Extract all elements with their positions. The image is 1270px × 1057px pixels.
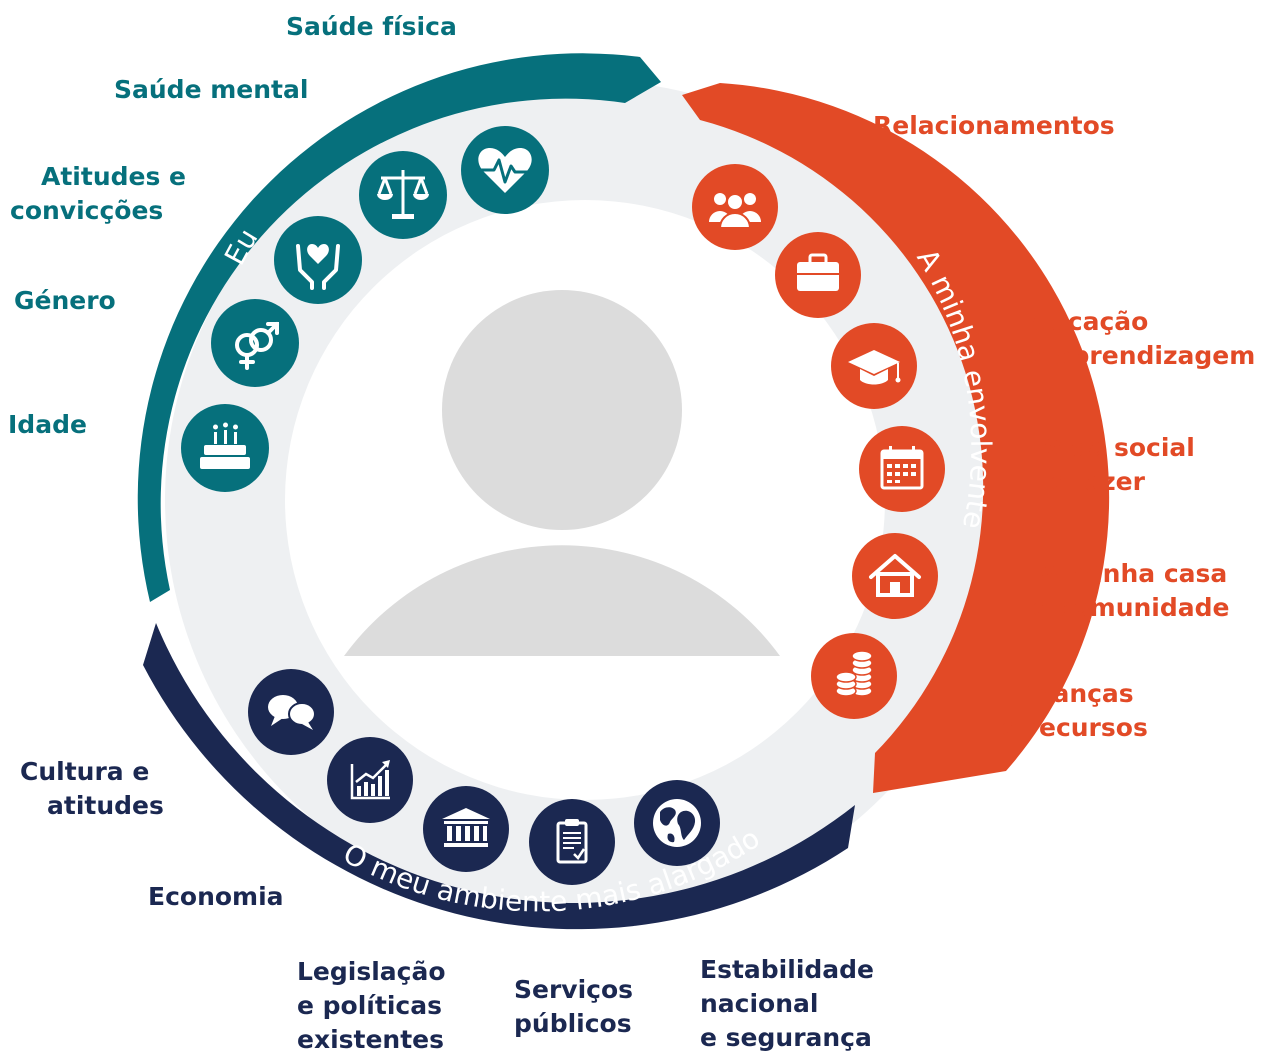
label-line: atitudes	[47, 791, 164, 820]
house-icon	[852, 533, 938, 619]
speech-bubbles-icon	[248, 669, 334, 755]
coins-icon	[811, 633, 897, 719]
birthday-cake-icon	[181, 404, 269, 492]
label-financas: Finanças e recursos	[1001, 677, 1148, 745]
surroundings-arc	[682, 83, 1110, 793]
environment-arc	[143, 623, 855, 930]
label-line: existentes	[297, 1025, 445, 1054]
globe-icon	[634, 780, 720, 866]
label-atitudes-conviccoes: Atitudes e convicções	[10, 160, 186, 228]
label-line: nacional	[700, 989, 819, 1018]
label-line: Educação	[1015, 307, 1149, 336]
person-silhouette-icon	[344, 290, 780, 656]
label-line: convicções	[10, 196, 164, 225]
label-legislacao: Legislação e políticas existentes	[297, 955, 446, 1057]
label-line: e recursos	[1001, 713, 1148, 742]
growth-chart-icon	[327, 737, 413, 823]
label-line: e políticas	[297, 991, 442, 1020]
label-casa-comunidade: A minha casa e comunidade	[1032, 557, 1230, 625]
clipboard-icon	[529, 799, 615, 885]
label-line: e segurança	[700, 1023, 872, 1052]
hands-heart-icon	[274, 216, 362, 304]
label-line: e comunidade	[1032, 593, 1230, 622]
eu-arc	[137, 53, 662, 602]
label-servicos-publicos: Serviços públicos	[514, 973, 633, 1041]
label-line: Finanças	[1009, 679, 1134, 708]
briefcase-icon	[775, 232, 861, 318]
scales-icon	[359, 151, 447, 239]
gender-icon	[211, 299, 299, 387]
graduation-cap-icon	[831, 323, 917, 409]
label-line: Atitudes e	[41, 162, 187, 191]
label-vida-social: Vida social e lazer	[1043, 431, 1195, 499]
label-line: Legislação	[297, 957, 446, 986]
label-genero: Género	[14, 286, 116, 315]
label-line: públicos	[514, 1009, 632, 1038]
label-line: A minha casa	[1040, 559, 1228, 588]
label-line: e lazer	[1050, 467, 1145, 496]
label-saude-fisica: Saúde física	[286, 12, 457, 41]
label-cultura-atitudes: Cultura e atitudes	[20, 755, 164, 823]
label-line: Vida social	[1043, 433, 1195, 462]
heart-pulse-icon	[461, 126, 549, 214]
label-line: Estabilidade	[700, 955, 874, 984]
label-educacao: Educação e aprendizagem	[1015, 305, 1255, 373]
label-line: e aprendizagem	[1029, 341, 1256, 370]
label-saude-mental: Saúde mental	[114, 75, 309, 104]
label-economia: Economia	[148, 882, 284, 911]
label-idade: Idade	[8, 410, 87, 439]
people-group-icon	[692, 164, 778, 250]
calendar-icon	[859, 426, 945, 512]
label-estabilidade: Estabilidade nacional e segurança	[700, 953, 874, 1055]
institution-building-icon	[423, 786, 509, 872]
label-line: Serviços	[514, 975, 634, 1004]
label-relacionamentos: Relacionamentos	[873, 111, 1115, 140]
label-line: Cultura e	[20, 757, 150, 786]
